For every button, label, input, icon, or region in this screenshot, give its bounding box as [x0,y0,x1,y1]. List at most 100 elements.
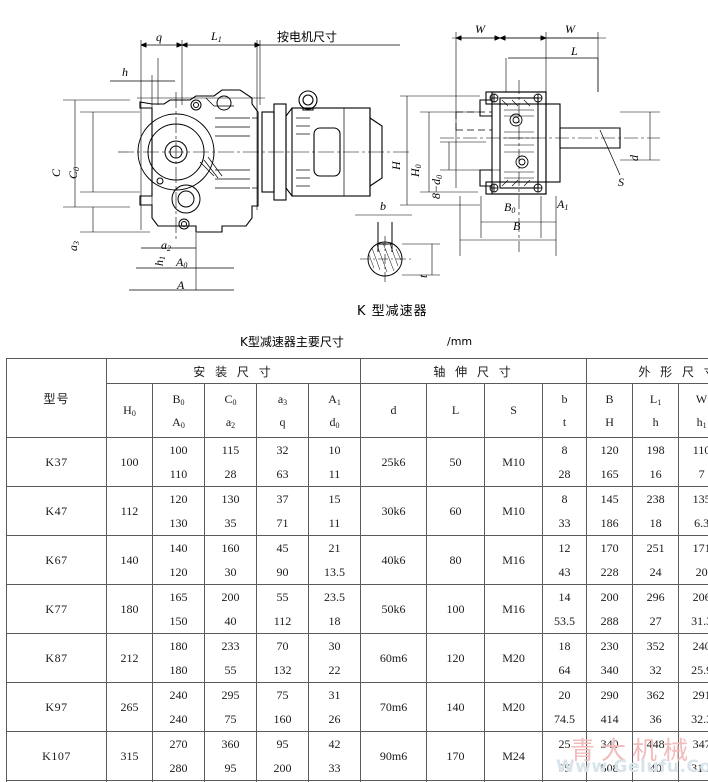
dim-label-W-right: W [565,22,575,36]
cell-L: 120 [426,633,486,683]
dim-label-d: d [627,155,641,161]
cell-model: K77 [6,584,107,634]
dim-label-B0: B0 [504,200,516,215]
cell-B: 340 [600,737,619,751]
cell-S: M20 [484,682,544,732]
cell-C0: 233 [221,639,240,653]
cell-h1: 20 [695,565,708,579]
cell-a2: 28 [224,467,237,481]
cell-q: 132 [273,663,292,677]
cell-C0: 130 [221,492,240,506]
cell-A0: 110 [169,467,188,481]
cell-d0: 13.5 [324,565,346,579]
dim-label-a2: a2 [161,238,171,253]
cell-B0: 240 [169,688,188,702]
cell-h1: 32.3 [691,712,708,726]
cell-C0: 200 [221,590,240,604]
cell-q: 112 [273,614,292,628]
cell-H: 414 [600,712,619,726]
cell-A1-d0: 4339 [307,780,362,782]
cell-t: 95 [558,761,571,775]
cell-L1: 238 [646,492,665,506]
cell-B: 145 [600,492,619,506]
cell-H: 228 [600,565,619,579]
cell-H0: 315 [106,731,153,781]
cell-W: 291 [692,688,708,702]
cell-a3: 45 [276,541,289,555]
dim-label-b: b [380,199,386,213]
cell-L1-h: 238 18 [632,486,680,536]
dim-label-L: L [571,44,578,58]
cell-A0: 180 [169,663,188,677]
cell-H0: 180 [106,584,153,634]
cell-L: 60 [426,486,486,536]
cell-C0-a2: 233 55 [204,633,257,683]
cell-q: 71 [276,516,289,530]
dim-label-q: q [156,30,162,44]
cell-a2: 55 [224,663,237,677]
cell-b: 20 [558,688,571,702]
cell-a3: 37 [276,492,289,506]
cell-H: 508 [600,761,619,775]
cell-B0: 180 [169,639,188,653]
cell-h1: 6.3 [694,516,708,530]
cell-A0: 280 [169,761,188,775]
cell-h: 36 [649,712,662,726]
header-group-install: 安 装 尺 寸 [105,358,362,384]
cell-a3-q: 37 71 [256,486,309,536]
dim-label-C0: C0 [66,166,81,179]
cell-d0: 33 [328,761,341,775]
cell-model: K87 [6,633,107,683]
cell-t: 33 [558,516,571,530]
table-title-row: K型减速器主要尺寸 /mm [0,333,708,355]
cell-b: 8 [561,443,568,457]
cell-A0: 150 [169,614,188,628]
dim-label-a3: a3 [66,241,81,251]
cell-B0: 100 [169,443,188,457]
cell-B: 200 [600,590,619,604]
cell-S: M10 [484,437,544,487]
header-H0: H0 [106,383,153,438]
cell-L: 140 [426,682,486,732]
cell-model: K67 [6,535,107,585]
cell-d: 60m6 [360,633,428,683]
cell-S: M20 [484,633,544,683]
cell-h: 18 [649,516,662,530]
header-model: 型号 [6,358,107,438]
cell-H: 340 [600,663,619,677]
cell-d: 30k6 [360,486,428,536]
dim-label-C: C [49,168,63,177]
cell-W: 206 [692,590,708,604]
dim-label-B: B [513,219,521,233]
cell-a2: 30 [224,565,237,579]
cell-A1: 15 [328,492,341,506]
